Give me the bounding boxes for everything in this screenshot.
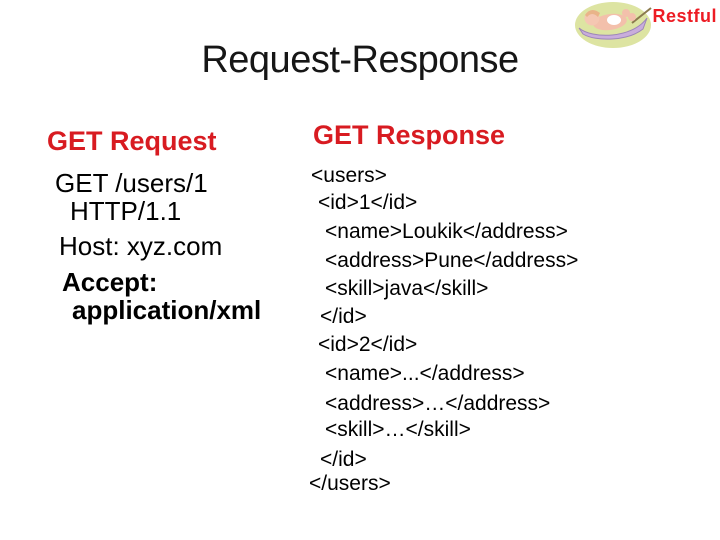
- hammock-person-icon: [575, 2, 652, 48]
- request-line: HTTP/1.1: [70, 196, 182, 226]
- request-line: application/xml: [72, 295, 262, 325]
- response-line: </users>: [309, 472, 391, 495]
- response-line: <skill>java</skill>: [325, 277, 489, 300]
- response-line: <id>1</id>: [318, 191, 418, 214]
- response-heading: GET Response: [313, 120, 506, 150]
- response-line: <users>: [311, 164, 387, 187]
- request-line: Accept:: [62, 267, 158, 297]
- hammock-person-icon: [574, 1, 652, 49]
- response-line: <name>Loukik</address>: [325, 220, 568, 243]
- request-line: GET /users/1: [55, 168, 208, 198]
- response-line: <address>…</address>: [325, 392, 551, 415]
- request-heading: GET Request: [47, 126, 217, 156]
- response-line: <skill>…</skill>: [325, 418, 471, 441]
- request-line: Host: xyz.com: [59, 231, 223, 261]
- response-line: </id>: [320, 448, 367, 471]
- response-line: </id>: [320, 305, 367, 328]
- restful-badge: Restful: [652, 6, 717, 26]
- response-line: <address>Pune</address>: [325, 249, 579, 272]
- slide-title: Request-Response: [201, 39, 519, 81]
- response-line: <name>...</address>: [325, 362, 525, 385]
- response-line: <id>2</id>: [318, 333, 418, 356]
